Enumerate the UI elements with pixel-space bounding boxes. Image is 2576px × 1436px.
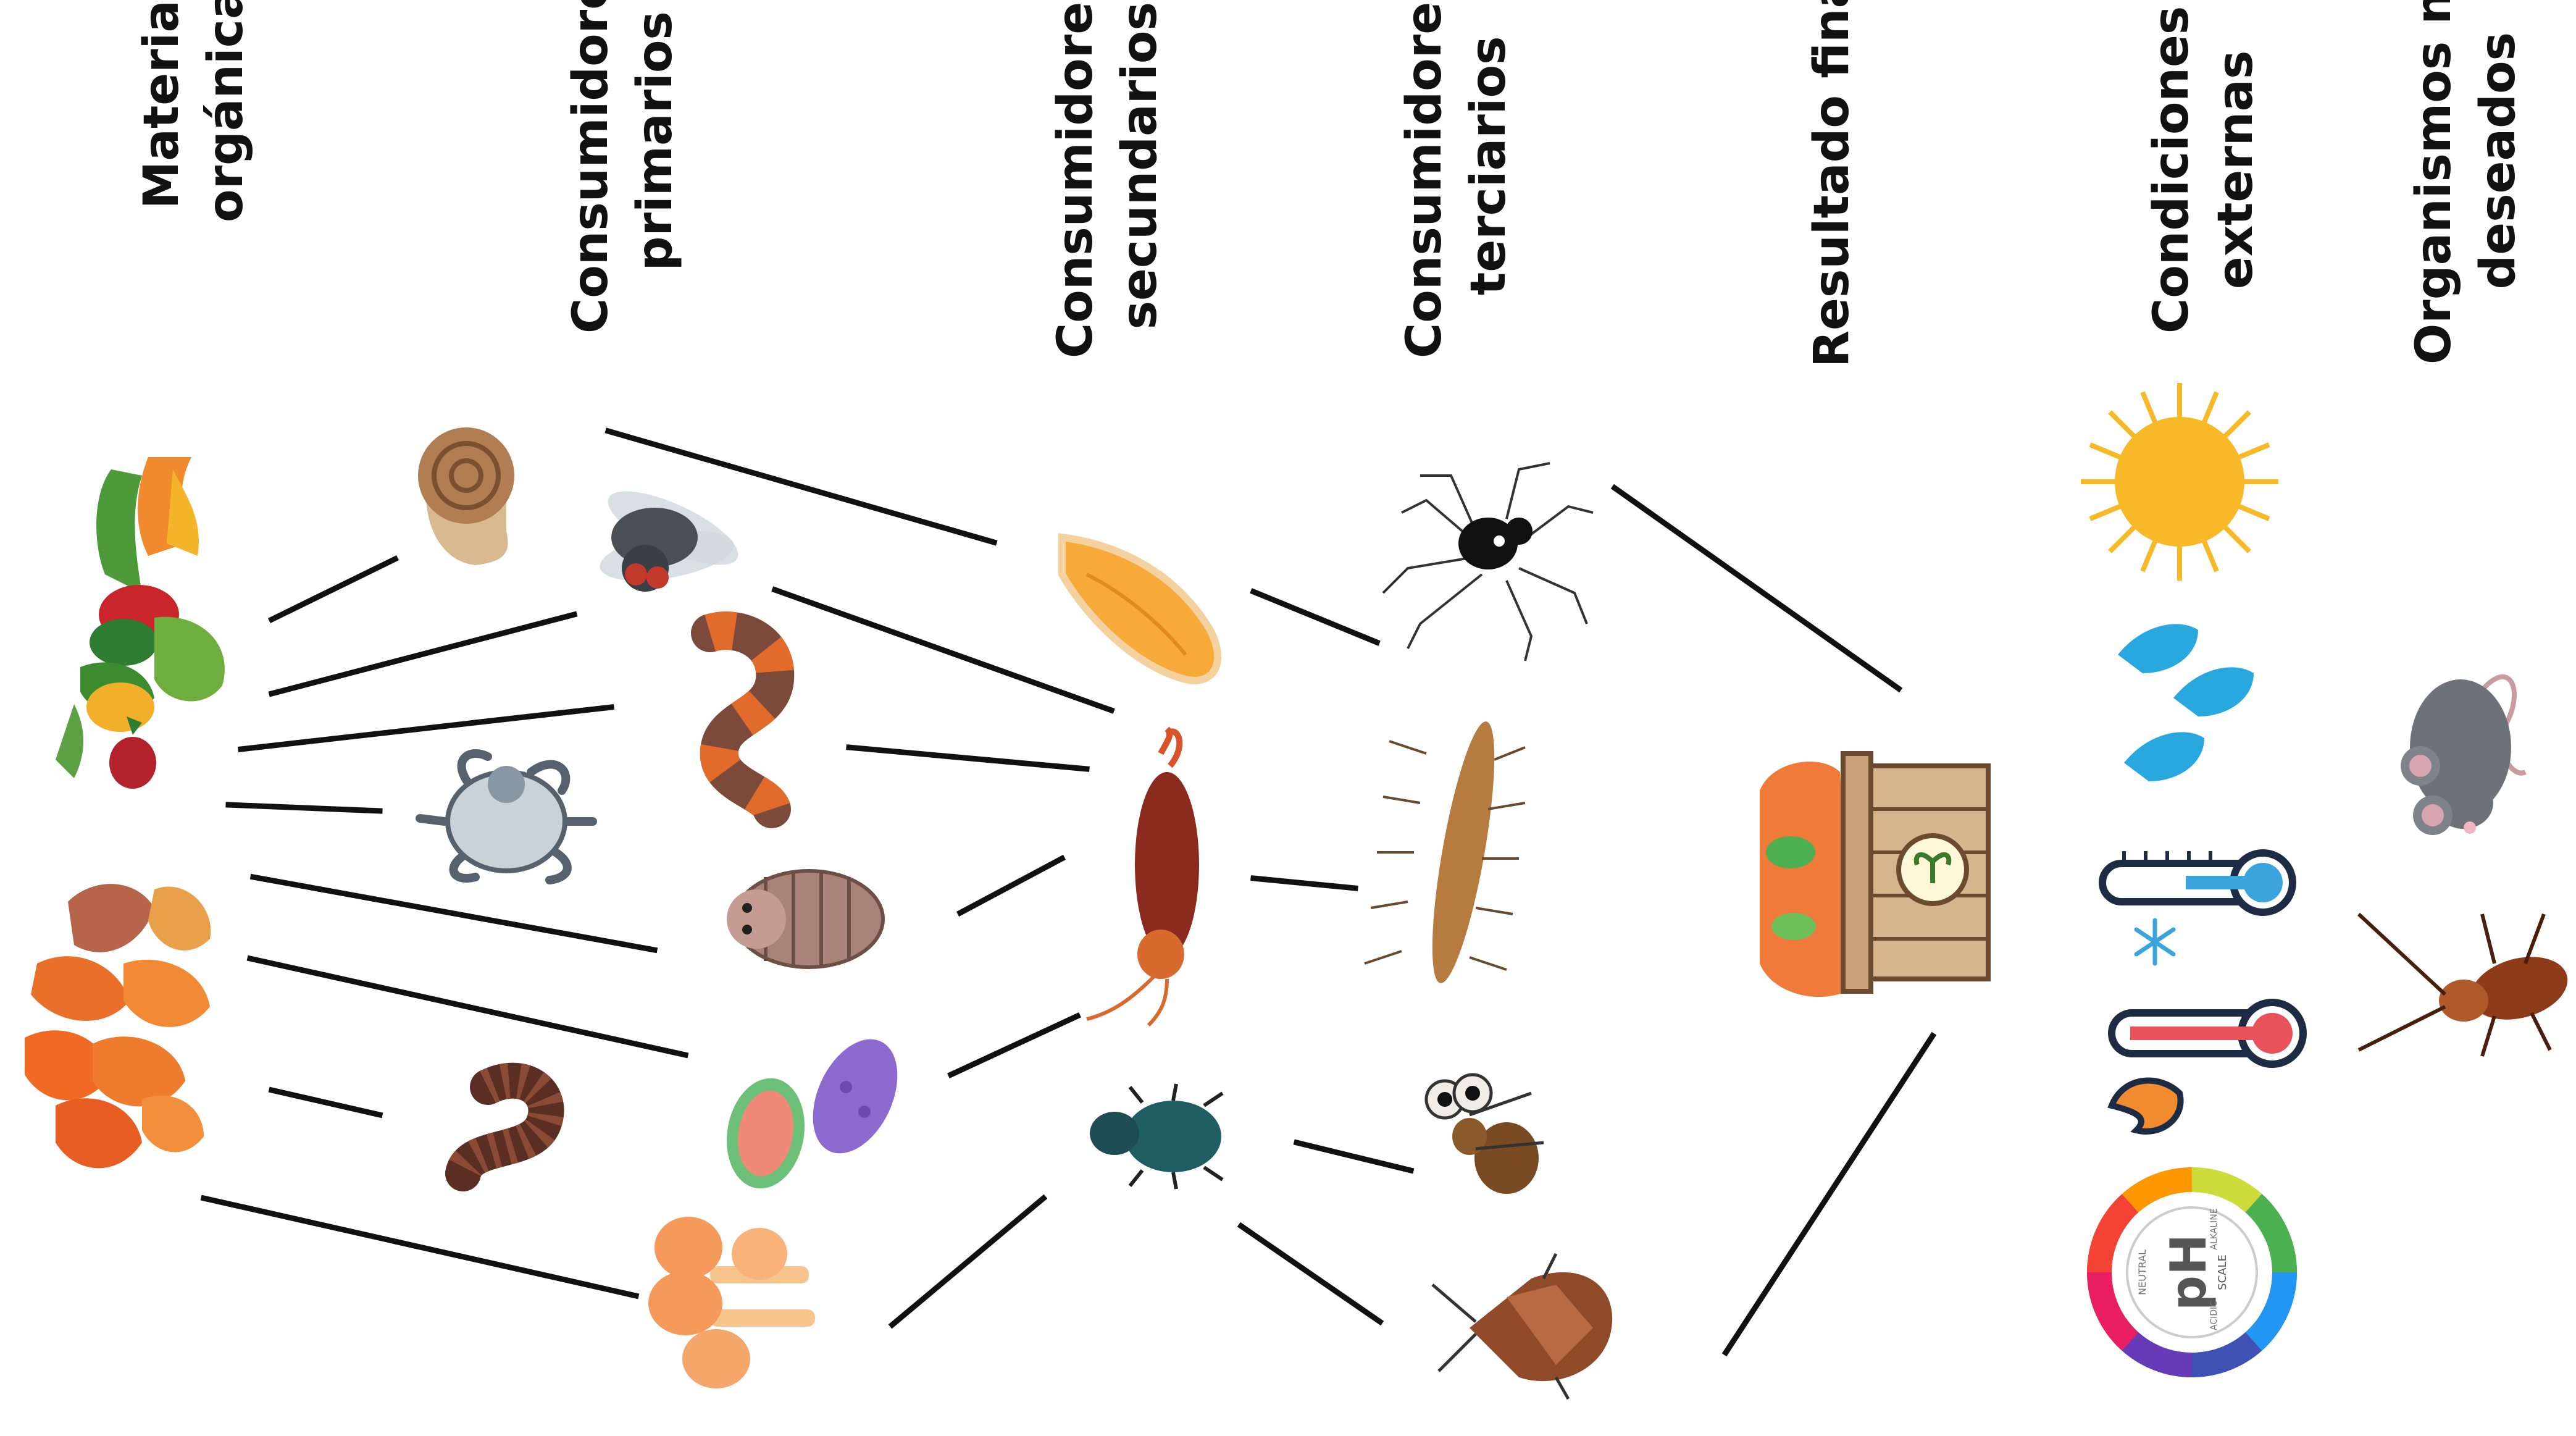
link-veg-mite xyxy=(228,805,380,811)
fly-icon xyxy=(596,477,747,592)
stink-bug-icon xyxy=(1432,1254,1612,1399)
ph-scale-text: SCALE xyxy=(2216,1254,2229,1290)
link-spider-compost xyxy=(1615,488,1899,689)
mushrooms-icon xyxy=(648,1217,815,1388)
mouse-icon xyxy=(2401,677,2525,835)
ph-neutral-text: NEUTRAL xyxy=(2136,1249,2148,1295)
millipede-icon xyxy=(463,1081,546,1174)
link-veg-fly xyxy=(272,615,574,694)
cockroach-icon xyxy=(2359,914,2575,1056)
link-earwig-centipede xyxy=(1253,878,1355,888)
link-leaves-bacteria xyxy=(250,959,685,1055)
link-bacteria-earwig xyxy=(951,1016,1077,1075)
link-leaves-isopod xyxy=(253,877,654,950)
link-fly-earwig xyxy=(775,590,1111,710)
hot-thermometer-icon xyxy=(2112,1002,2303,1132)
earthworm-icon xyxy=(710,631,775,809)
snail-icon xyxy=(418,427,514,565)
link-worm-earwig xyxy=(849,747,1087,769)
bacteria-icon xyxy=(718,1026,914,1195)
link-veg-worm xyxy=(241,707,611,749)
fallen-leaves-icon xyxy=(25,884,211,1168)
ph-acidic-text: ACIDIC xyxy=(2209,1301,2219,1330)
link-leaves-millipede xyxy=(272,1090,380,1115)
ph-alkaline-text: ALKALINE xyxy=(2209,1208,2219,1249)
link-veg-snail xyxy=(272,559,395,619)
link-mushroom-beetle xyxy=(892,1198,1043,1325)
link-stinkbug-compost xyxy=(1726,1036,1933,1353)
link-beetle-ant xyxy=(1297,1143,1411,1170)
ant-icon xyxy=(1426,1075,1544,1194)
earwig-icon xyxy=(1087,729,1199,1025)
water-drops-icon xyxy=(2118,624,2254,781)
compost-bin-icon xyxy=(1760,754,1988,997)
woodlouse-icon xyxy=(727,871,883,967)
spider-icon xyxy=(1383,463,1593,661)
centipede-icon xyxy=(1365,718,1525,986)
flatworm-icon xyxy=(1062,537,1218,681)
link-leaves-mushroom xyxy=(204,1198,636,1296)
link-isopod-earwig xyxy=(960,859,1062,913)
dung-beetle-icon xyxy=(1090,1084,1223,1189)
vegetable-scraps-icon xyxy=(56,457,225,789)
link-beetle-stinkbug xyxy=(1241,1226,1380,1322)
ph-scale-icon: pH SCALE NEUTRAL ALKALINE ACIDIC xyxy=(2099,1180,2285,1365)
cold-thermometer-icon xyxy=(2102,851,2293,964)
link-flatworm-spider xyxy=(1253,592,1377,642)
mite-icon xyxy=(420,754,593,880)
sun-icon xyxy=(2081,383,2278,581)
